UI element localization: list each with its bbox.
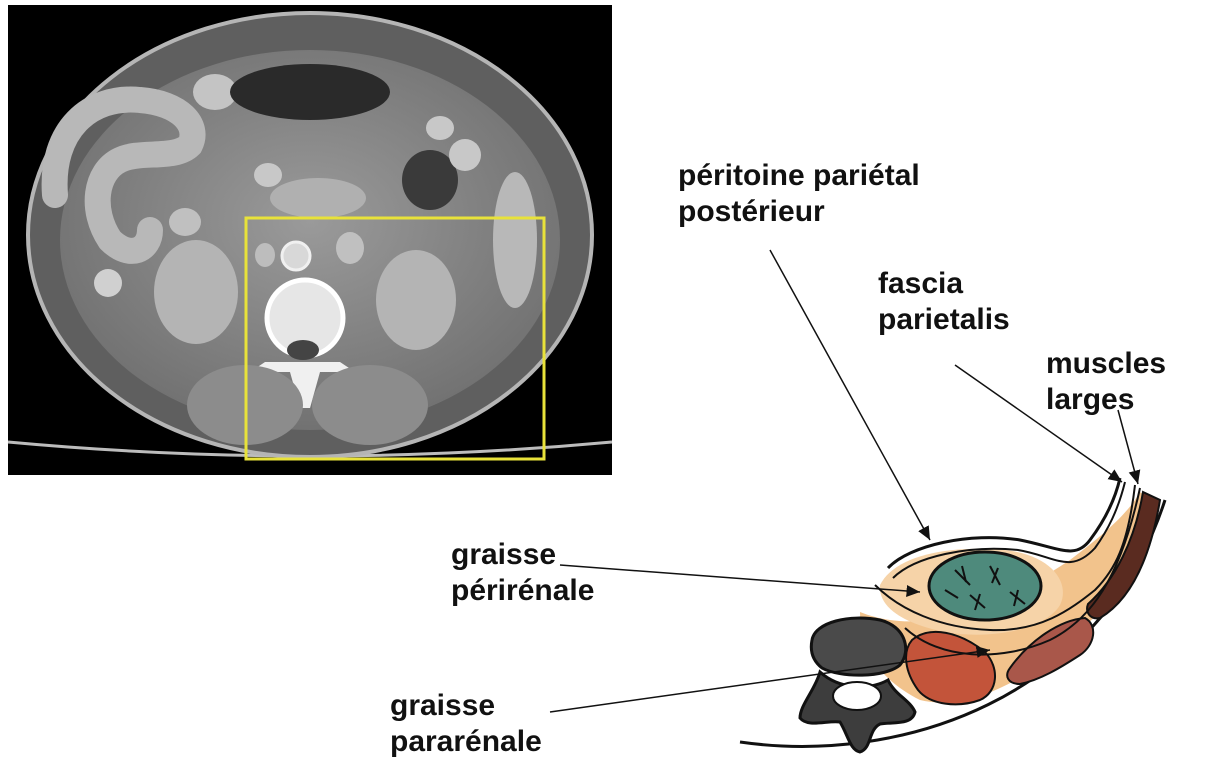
vertebral-body: [811, 618, 905, 675]
ct-left-kidney: [376, 250, 456, 350]
arrow-muscles: [1118, 410, 1138, 484]
ct-bowel-loop: [254, 163, 282, 187]
spinal-canal: [833, 682, 881, 710]
ct-bowel-loop: [94, 269, 122, 297]
ct-back-muscle-right: [312, 365, 428, 445]
ct-bowel-gas: [230, 64, 390, 120]
label-line: graisse: [390, 688, 542, 724]
label-line: parietalis: [878, 302, 1010, 338]
ct-pancreas: [270, 178, 366, 218]
ct-spinal-canal: [287, 340, 319, 360]
ct-bowel-loop: [336, 232, 364, 264]
label-line: muscles: [1046, 346, 1166, 382]
label-line: péritoine pariétal: [678, 158, 920, 194]
ct-bowel-loop: [426, 116, 454, 140]
label-line: postérieur: [678, 194, 920, 230]
arrow-perirenale: [560, 565, 920, 592]
label-line: pararénale: [390, 724, 542, 760]
ct-bowel-loop: [449, 139, 481, 171]
label-line: larges: [1046, 382, 1166, 418]
anatomy-drawing: [740, 478, 1165, 752]
ct-aorta: [282, 242, 310, 270]
ct-descending-colon: [493, 172, 537, 308]
label-wide-muscles: muscles larges: [1046, 346, 1166, 418]
label-perirenal-fat: graisse périrénale: [451, 537, 594, 609]
ct-ivc: [255, 243, 275, 267]
ct-right-kidney: [154, 240, 238, 344]
label-line: fascia: [878, 266, 1010, 302]
label-pararenal-fat: graisse pararénale: [390, 688, 542, 760]
label-line: graisse: [451, 537, 594, 573]
kidney: [929, 552, 1041, 620]
label-fascia-parietalis: fascia parietalis: [878, 266, 1010, 338]
ct-bowel-loop: [169, 208, 201, 236]
ct-scan-panel: [8, 5, 612, 475]
label-line: périrénale: [451, 573, 594, 609]
label-parietal-peritoneum: péritoine pariétal postérieur: [678, 158, 920, 230]
